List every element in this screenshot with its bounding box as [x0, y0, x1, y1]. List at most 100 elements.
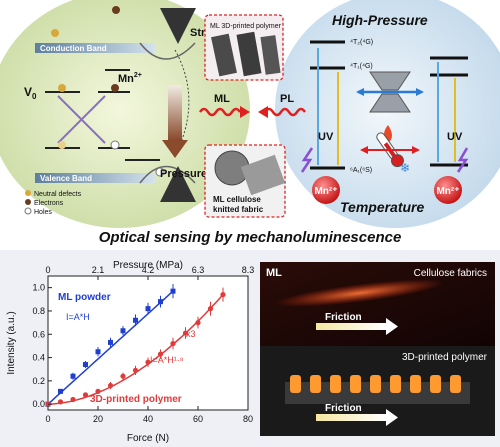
polymer-label: ML 3D-printed polymer: [210, 23, 282, 30]
fabric-glow-trace: [275, 279, 445, 307]
y-axis-label: Intensity (a.u.): [6, 311, 17, 374]
glow-segment: [290, 375, 301, 393]
center-panel: ML 3D-printed polymer ML cellulose knitt…: [198, 14, 307, 218]
ml-arrow-head: [240, 106, 250, 118]
legend-neutral-defects: Neutral defects: [34, 191, 82, 198]
ml-arrow-label: ML: [214, 93, 230, 105]
level-label-4t1: ⁴T₁(⁴G): [350, 63, 373, 70]
data-point-polymer: [145, 359, 151, 365]
x2-tick-label: 8.3: [242, 265, 255, 275]
data-point-polymer: [120, 373, 126, 379]
valence-band-label: Valence Band: [40, 174, 92, 183]
neutral-defect: [51, 29, 59, 37]
photo-3d-printed-polymer: 3D-printed polymer Friction: [260, 346, 495, 436]
data-point-ml-powder: [158, 299, 163, 305]
x2-tick-label: 0: [45, 265, 50, 275]
valence-band: [35, 173, 155, 183]
glow-segment: [350, 375, 361, 393]
pressure-arrow-left-head: [356, 88, 364, 96]
pressure-label: Pressure: [160, 168, 207, 180]
photo-cellulose-fabrics: ML Cellulose fabrics Friction: [260, 262, 495, 346]
temp-arrow-left-head: [360, 146, 368, 154]
polymer-block-1: [211, 33, 237, 77]
y-tick-label: 0.2: [32, 376, 45, 386]
data-point-polymer: [220, 292, 226, 298]
mn-ion-left-label: Mn²⁺: [314, 186, 337, 197]
y-tick-label: 0.4: [32, 353, 45, 363]
intensity-chart: 00202.1404.2606.3808.30.00.20.40.60.81.0…: [6, 260, 254, 444]
data-point-polymer: [82, 392, 89, 398]
data-point-ml-powder: [145, 306, 151, 312]
data-point-polymer: [195, 320, 201, 326]
level-label-4t2: ⁴T₂(⁴G): [350, 39, 373, 46]
pressure-arrow-right-head: [416, 88, 424, 96]
fabric-label-line2: knitted fabric: [213, 205, 264, 214]
glow-segment: [330, 375, 341, 393]
photo-ml-tag: ML: [266, 267, 282, 279]
photo-top-title: Cellulose fabrics: [414, 268, 487, 279]
headline: Optical sensing by mechanoluminescence: [99, 229, 402, 246]
data-point-polymer: [107, 382, 114, 389]
friction-arrow-top-shaft: [316, 323, 386, 330]
y-tick-label: 0.6: [32, 329, 45, 339]
anvil-top-icon: [369, 71, 411, 91]
transition-arrow-2: [57, 95, 106, 144]
x-tick-label: 80: [243, 414, 253, 424]
energy-level-diagram: High-Pressure ⁴T₂(⁴G) ⁴T₁(⁴G) ⁶A₁(⁶S) UV…: [300, 12, 469, 215]
band-diagram: Conduction Band Valence Band V0 Mn2+ Str…: [24, 6, 224, 216]
series-label-ml-powder: ML powder: [58, 292, 111, 303]
data-point-ml-powder: [170, 288, 176, 294]
chart-marks: [45, 284, 226, 407]
pl-arrow-label: PL: [280, 93, 294, 105]
y-tick-label: 1.0: [32, 283, 45, 293]
data-point-ml-powder: [70, 373, 76, 379]
data-point-polymer: [207, 306, 214, 312]
data-point-polymer: [132, 367, 139, 373]
pl-wave: [263, 107, 307, 117]
glow-segment: [310, 375, 321, 393]
data-point-polymer: [95, 388, 101, 394]
friction-arrow-bottom-shaft: [316, 414, 386, 421]
friction-arrow-bottom-head: [386, 409, 398, 426]
friction-label-bottom: Friction: [325, 403, 362, 414]
legend-holes: Holes: [34, 209, 52, 216]
hole: [110, 140, 120, 150]
friction-arrow-top-head: [386, 318, 398, 335]
data-point-ml-powder: [83, 362, 88, 368]
glow-segment: [430, 375, 441, 393]
neutral-defect: [58, 141, 66, 149]
series-label-polymer: 3D-printed polymer: [90, 394, 182, 405]
y-tick-label: 0.0: [32, 399, 45, 409]
emission-arrow-shaft: [168, 85, 182, 140]
uv-label-right: UV: [447, 131, 463, 143]
high-pressure-title: High-Pressure: [332, 12, 428, 28]
data-point-polymer: [170, 340, 176, 347]
polymer-glow-segments: [290, 375, 461, 393]
x-tick-label: 40: [143, 414, 153, 424]
v0-label: V0: [24, 85, 37, 101]
fabric-label-line1: ML cellulose: [213, 195, 261, 204]
uv-lightning-right: [456, 147, 469, 173]
anvil-bottom-icon: [369, 93, 411, 113]
level-label-6a1: ⁶A₁(⁶S): [350, 167, 372, 174]
x-tick-label: 20: [93, 414, 103, 424]
data-point-polymer: [157, 351, 164, 357]
x2-tick-label: 4.2: [142, 265, 155, 275]
legend-electrons: Electrons: [34, 200, 64, 207]
electron: [111, 84, 119, 92]
fit-line-0: [47, 290, 174, 405]
series-note-x3: x3: [186, 329, 196, 339]
x-tick-label: 0: [45, 414, 50, 424]
fabric-weave: [240, 154, 286, 196]
data-point-ml-powder: [133, 317, 138, 323]
data-point-ml-powder: [95, 349, 101, 355]
data-point-ml-powder: [108, 339, 113, 345]
temp-arrow-right-head: [412, 146, 420, 154]
x-axis-label: Force (N): [127, 433, 169, 444]
legend-electron-marker: [25, 199, 31, 205]
polymer-block-3: [260, 35, 281, 75]
data-point-polymer: [182, 330, 189, 336]
y-tick-label: 0.8: [32, 306, 45, 316]
temperature-title: Temperature: [340, 199, 425, 215]
uv-label-left: UV: [318, 131, 334, 143]
